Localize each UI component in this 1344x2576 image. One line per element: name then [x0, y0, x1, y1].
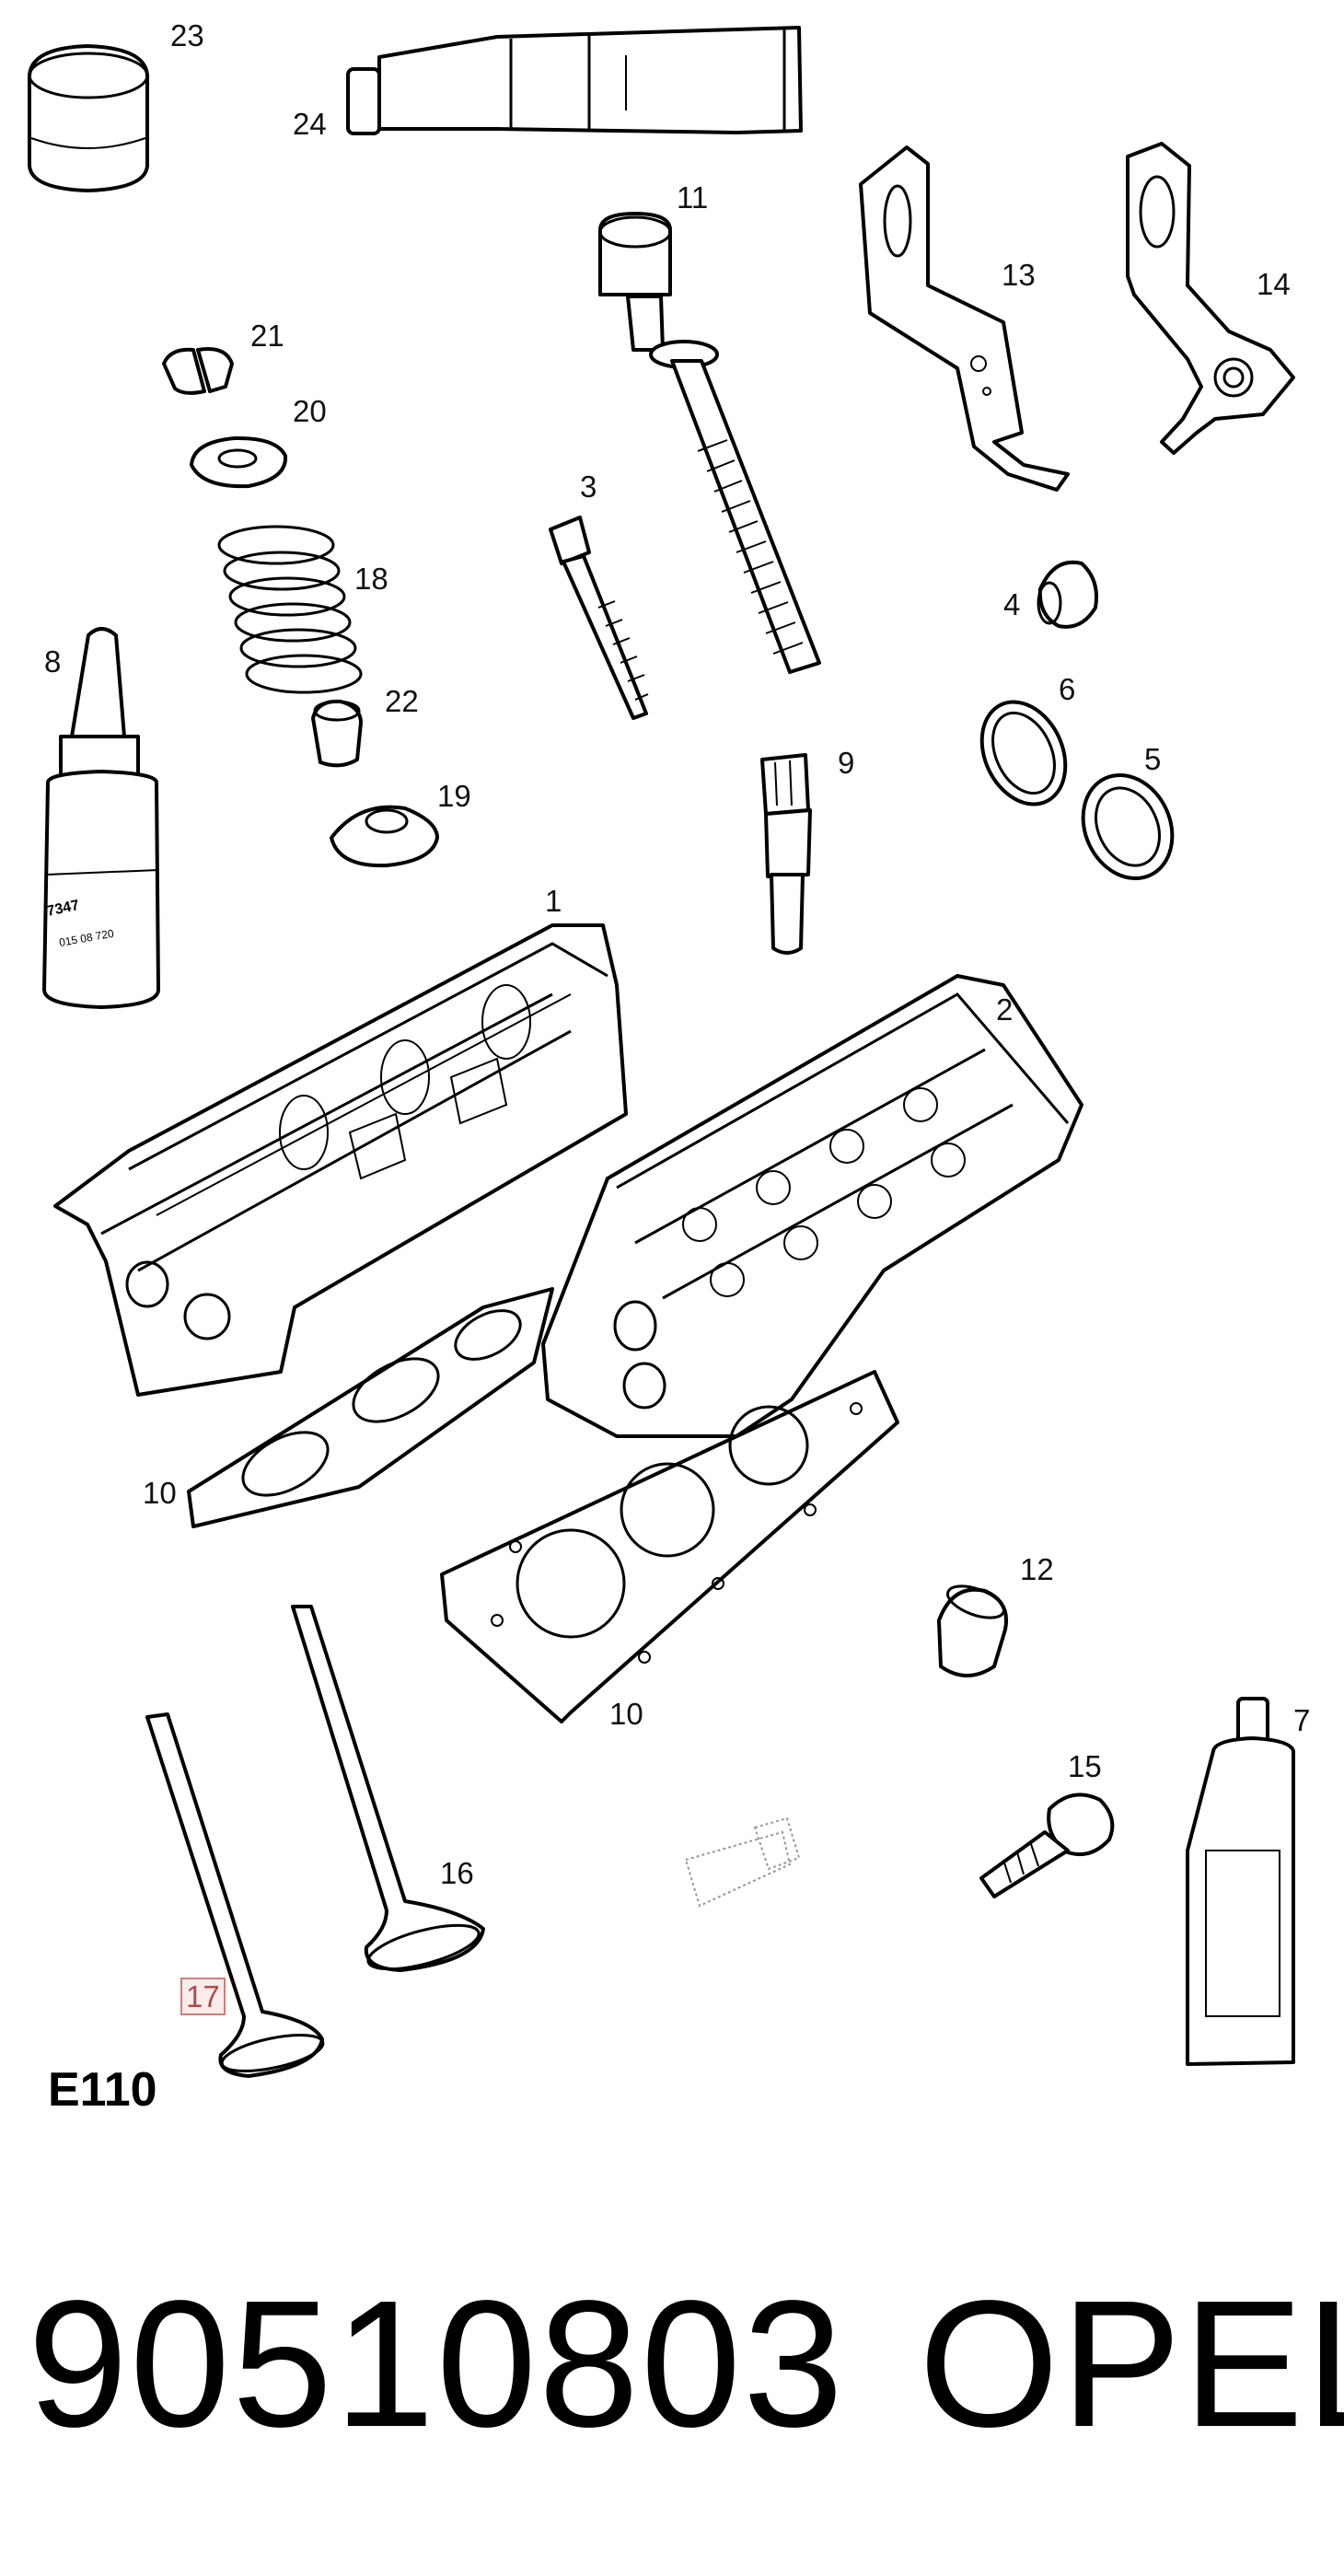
part-11-bolt [598, 212, 821, 674]
callout-7: 7 [1293, 1703, 1311, 1737]
part-10-head-gasket-lower [440, 1370, 899, 1723]
part-14-bracket [1126, 142, 1295, 455]
callout-5: 5 [1144, 742, 1162, 776]
section-code-label: E110 [48, 2063, 157, 2117]
part-12-dowel-sleeve [937, 1584, 1008, 1677]
callout-10-lower: 10 [609, 1697, 643, 1731]
callout-23: 23 [170, 18, 204, 52]
callout-24: 24 [293, 107, 327, 141]
callout-20: 20 [293, 394, 327, 428]
part-13-bracket [859, 145, 1070, 492]
callout-14: 14 [1257, 267, 1291, 301]
callout-19: 19 [437, 779, 471, 813]
callout-12: 12 [1020, 1552, 1054, 1586]
callout-15: 15 [1068, 1749, 1102, 1783]
callout-11: 11 [677, 180, 709, 215]
part-7-tube [1186, 1697, 1295, 2066]
part-22-valve-stem-seal [311, 699, 363, 768]
part-number: 90510803 [28, 2263, 846, 2465]
part-20-spring-retainer [190, 435, 288, 489]
part-2-cylinder-head [541, 974, 1083, 1438]
part-15-screw [979, 1793, 1115, 1898]
callout-9: 9 [838, 746, 855, 780]
part-8-bottle: 7347 015 08 720 [42, 627, 160, 1009]
part-5-seal-ring [1081, 772, 1175, 881]
part-23-cap [28, 44, 149, 192]
callout-16: 16 [440, 1856, 474, 1890]
callout-1: 1 [545, 884, 562, 918]
callout-3: 3 [580, 470, 597, 504]
callout-6: 6 [1059, 672, 1076, 706]
part-3-bolt [549, 516, 649, 720]
part-6-seal-ring [979, 700, 1068, 806]
callout-13: 13 [1002, 258, 1036, 292]
part-18-valve-spring [217, 525, 363, 694]
callout-21: 21 [250, 319, 284, 353]
callout-10-upper: 10 [143, 1476, 177, 1510]
dotted-bolt-outline [684, 1816, 801, 1908]
part-21-valve-keepers [162, 347, 234, 395]
callout-18: 18 [354, 562, 388, 596]
part-19-spring-seat [330, 805, 439, 868]
part-24-tube [346, 26, 803, 135]
callout-17-highlighted[interactable]: 17 [180, 1978, 226, 2015]
callout-2: 2 [996, 992, 1014, 1027]
callout-4: 4 [1003, 587, 1021, 621]
part-1-cylinder-head [53, 923, 628, 1397]
callout-22: 22 [385, 684, 419, 718]
part-10-head-gasket-upper [187, 1287, 554, 1528]
callout-8: 8 [44, 644, 62, 679]
part-4-plug [1037, 560, 1098, 629]
part-16-valve [291, 1605, 485, 1972]
part-17-valve [145, 1712, 325, 2078]
exploded-parts-diagram: 7347 015 08 720 [28, 26, 1295, 2078]
part-9-pin [760, 753, 812, 955]
brand-name: OPEL [919, 2263, 1344, 2465]
